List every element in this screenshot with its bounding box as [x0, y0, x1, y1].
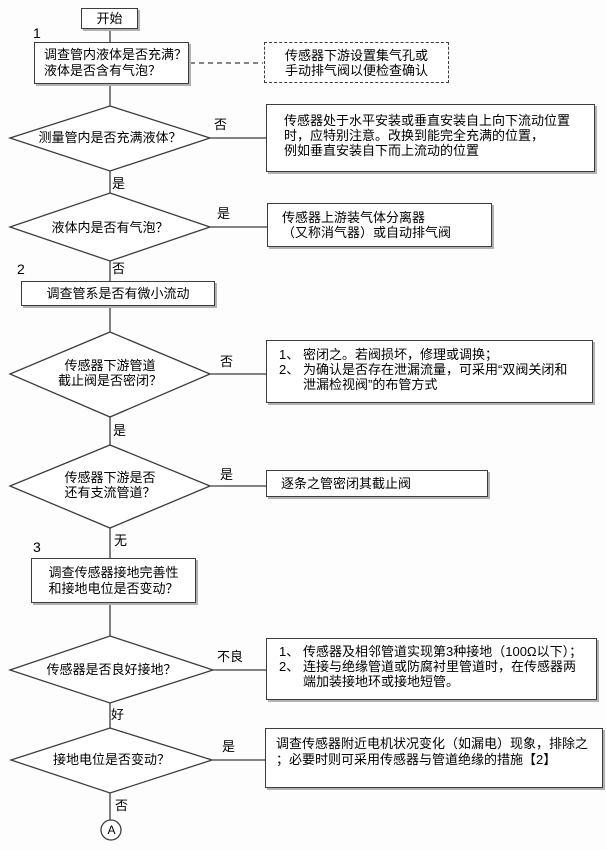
note-seal-valve-item1-text: 密闭之。若阀损坏，修理或调换；	[303, 347, 499, 362]
note-vent-check-line1: 传感器下游设置集气孔或	[284, 48, 428, 63]
edge-d2-no: 否	[112, 261, 126, 276]
section-marker-1: 1	[33, 25, 41, 41]
edge-d1-no: 否	[214, 117, 228, 132]
note-seal-valve-item2: 2、 为确认是否存在泄漏流量，可采用“双阀关闭和 泄漏检视阀”的布管方式	[279, 362, 588, 392]
process-micro-flow: 调查管系是否有微小流动	[21, 281, 215, 306]
note-grounding-fix: 1、 传感器及相邻管道实现第3种接地（100Ω以下）； 2、 连接与绝缘管道或防…	[266, 638, 597, 700]
note-grounding-fix-item2: 2、 连接与绝缘管道或防腐衬里管道时，在传感器两 端加装接地环或接地短管。	[279, 659, 594, 689]
note-install-position: 传感器处于水平安装或垂直安装自上向下流动位置 时，应特别注意。改换到能完全充满的…	[266, 104, 595, 172]
process-grounding-check-line1: 调查传感器接地完善性	[48, 565, 179, 580]
decision-4-shape	[8, 444, 212, 529]
edge-d6-yes: 是	[222, 739, 236, 754]
edge-d3-yes: 是	[113, 423, 127, 438]
note-grounding-fix-num2: 2、	[279, 659, 300, 674]
section-marker-2: 2	[17, 261, 25, 277]
edge-d6-no: 否	[115, 798, 129, 813]
note-gas-separator-line2: （又称消气器）或自动排气阀	[282, 225, 452, 240]
note-grounding-fix-item1: 1、 传感器及相邻管道实现第3种接地（100Ω以下）；	[279, 644, 594, 659]
decision-2-shape	[7, 192, 213, 262]
section-marker-3: 3	[33, 539, 41, 555]
decision-5-shape	[7, 635, 216, 704]
note-close-branch: 逐条之管密闭其截止阀	[266, 470, 488, 497]
edge-d4-yes: 是	[220, 467, 234, 482]
note-seal-valve: 1、 密闭之。若阀损坏，修理或调换； 2、 为确认是否存在泄漏流量，可采用“双阀…	[266, 340, 593, 403]
edge-d3-no: 否	[220, 354, 234, 369]
process-investigate-liquid: 调查管内液体是否充满？ 液体是否含有气泡？	[34, 42, 189, 84]
edge-d1-yes: 是	[112, 176, 126, 191]
decision-1-shape	[7, 105, 213, 172]
note-seal-valve-num2: 2、	[279, 362, 300, 377]
note-install-position-line1: 传感器处于水平安装或垂直安装自上向下流动位置	[284, 113, 571, 128]
decision-3-shape	[8, 331, 212, 418]
note-seal-valve-item2-text: 为确认是否存在泄漏流量，可采用“双阀关闭和 泄漏检视阀”的布管方式	[303, 362, 588, 392]
note-vent-check: 传感器下游设置集气孔或 手动排气阀以便检查确认	[264, 42, 449, 83]
note-grounding-fix-item2-line2: 端加装接地环或接地短管。	[303, 674, 460, 689]
edge-d5-yes: 好	[111, 707, 125, 722]
note-seal-valve-item2-line2: 泄漏检视阀”的布管方式	[303, 377, 438, 392]
note-potential-fix-line2: ；必要时则可采用传感器与管道绝缘的措施【2】	[276, 752, 557, 767]
note-seal-valve-item1: 1、 密闭之。若阀损坏，修理或调换；	[279, 347, 588, 362]
note-grounding-fix-item2-text: 连接与绝缘管道或防腐衬里管道时，在传感器两 端加装接地环或接地短管。	[303, 659, 594, 689]
process-grounding-check: 调查传感器接地完善性 和接地电位是否变动？	[31, 558, 196, 603]
note-seal-valve-num1: 1、	[279, 347, 300, 362]
start-node: 开始	[81, 8, 138, 29]
note-potential-fix-line1: 调查传感器附近电机状况变化（如漏电）现象，排除之	[276, 736, 589, 751]
note-grounding-fix-item1-text: 传感器及相邻管道实现第3种接地（100Ω以下）；	[303, 644, 583, 659]
note-install-position-line2: 时，应特别注意。改换到能完全充满的位置，	[284, 128, 545, 143]
note-install-position-line3: 例如垂直安装自下而上流动的位置	[284, 143, 480, 158]
note-gas-separator: 传感器上游装气体分离器 （又称消气器）或自动排气阀	[267, 203, 492, 247]
note-gas-separator-line1: 传感器上游装气体分离器	[282, 210, 426, 225]
note-vent-check-line2: 手动排气阀以便检查确认	[284, 63, 428, 78]
terminal-a-shape	[100, 819, 122, 841]
note-seal-valve-item2-line1: 为确认是否存在泄漏流量，可采用“双阀关闭和	[303, 362, 568, 377]
note-grounding-fix-num1: 1、	[279, 644, 300, 659]
terminal-a-label: A	[107, 823, 116, 837]
process-investigate-liquid-line2: 液体是否含有气泡？	[44, 63, 162, 78]
note-potential-fix: 调查传感器附近电机状况变化（如漏电）现象，排除之 ；必要时则可采用传感器与管道绝…	[265, 728, 603, 788]
edge-d5-no: 不良	[217, 649, 244, 664]
process-investigate-liquid-line1: 调查管内液体是否充满？	[44, 47, 188, 62]
process-grounding-check-line2: 和接地电位是否变动？	[48, 581, 179, 596]
decision-6-shape	[8, 727, 215, 794]
edge-d4-no: 无	[114, 533, 128, 548]
note-grounding-fix-item2-line1: 连接与绝缘管道或防腐衬里管道时，在传感器两	[303, 659, 577, 674]
edge-d2-yes: 是	[217, 206, 231, 221]
